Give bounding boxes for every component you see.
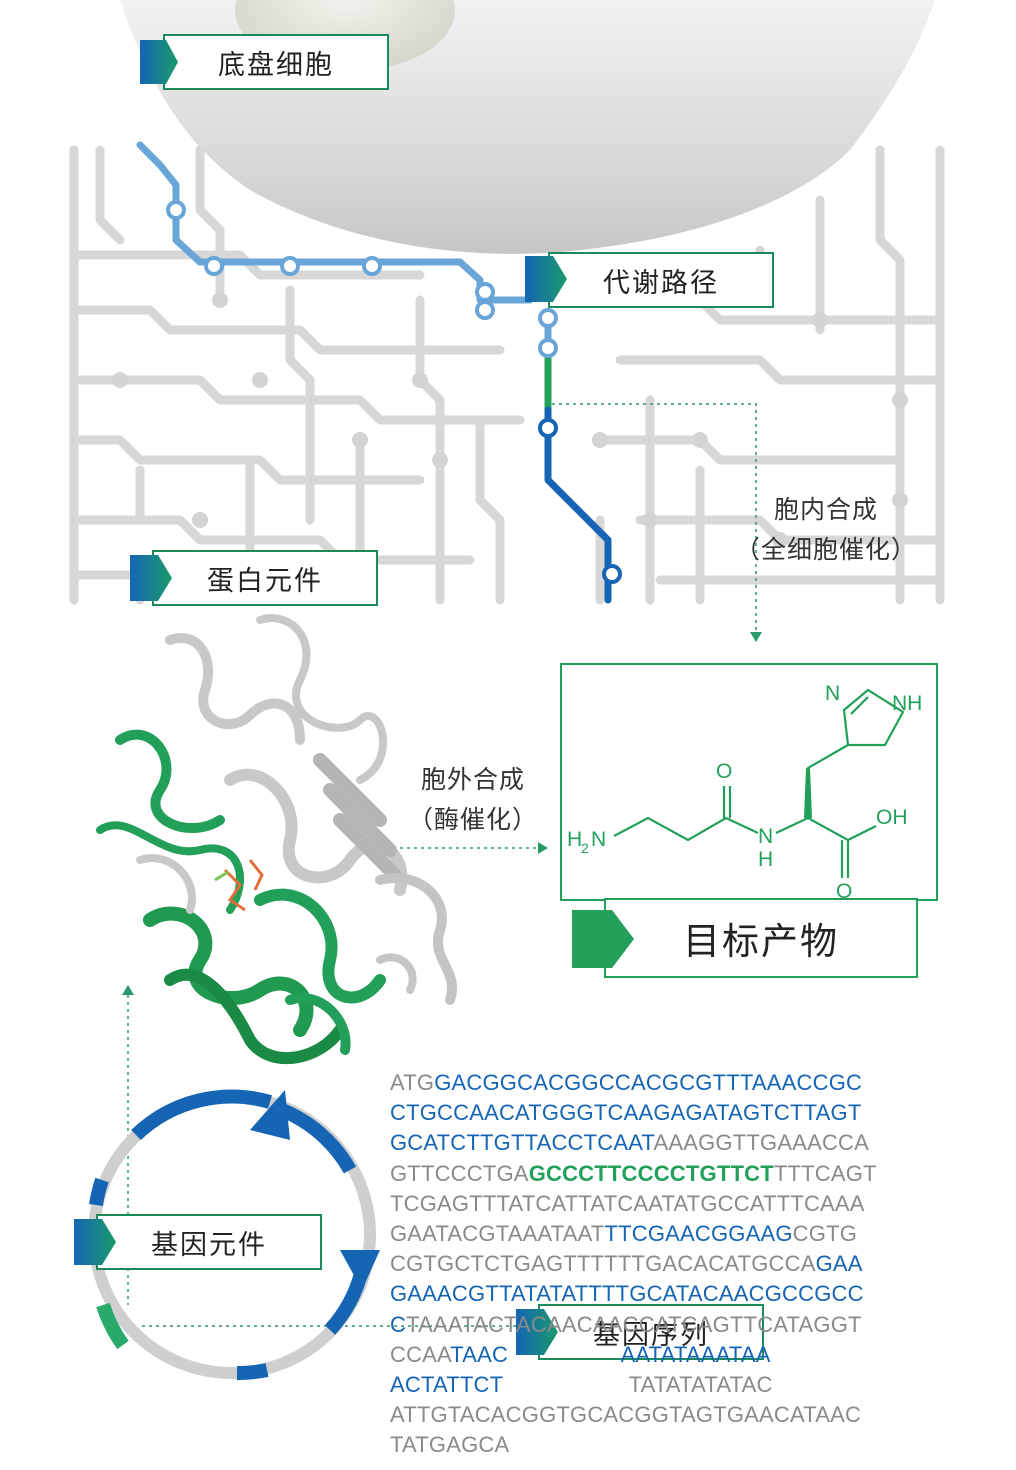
- caption-in-vivo: 胞内合成 （全细胞催化）: [716, 490, 936, 570]
- label-gene-sequence: 基因序列: [538, 1304, 764, 1360]
- sequence-line: CTGCCAACATGGGTCAAGAGATAGTCTTAGT: [390, 1098, 950, 1128]
- sequence-line: ATGGACGGCACGGCCACGCGTTTAAACCGC: [390, 1068, 950, 1098]
- arrow-heads: [122, 632, 762, 995]
- molecule-bonds: [613, 688, 905, 878]
- sequence-segment: AAAGGTTGAAACCA: [653, 1130, 870, 1156]
- sequence-segment: TAAC: [450, 1341, 509, 1367]
- sequence-segment: GAAACGTTATATATTTTGCATACAACGCCGCC: [390, 1281, 864, 1307]
- label-chassis-cell: 底盘细胞: [163, 34, 389, 90]
- sequence-segment: TATGAGCA: [390, 1432, 510, 1458]
- atom-h2n-n: N: [591, 828, 606, 851]
- sequence-segment: ATG: [390, 1070, 435, 1095]
- flag-gene-sequence: [516, 1309, 558, 1355]
- sequence-segment: GAA: [815, 1251, 863, 1277]
- sequence-line: ATTGTACACGGTGCACGGTAGTGAACATAAC: [390, 1400, 950, 1430]
- flag-chassis: [140, 40, 178, 84]
- sequence-segment: TTCGAACGGAAG: [604, 1220, 793, 1246]
- protein-structure: [96, 614, 457, 1065]
- sequence-segment: TATATATATAC: [502, 1371, 773, 1397]
- protein-ligand: [214, 859, 264, 912]
- flag-pathway: [525, 256, 567, 302]
- atom-h-amide: H: [758, 848, 773, 871]
- atom-nh-ring: NH: [892, 692, 922, 715]
- sequence-segment: GCCCTTCCCCTGTTCT: [528, 1160, 774, 1186]
- atom-o-acid: O: [836, 880, 852, 903]
- sequence-segment: CTGCCAACATGGGTCAAGAGATAGTCTTAGT: [390, 1100, 862, 1126]
- caption-in-vitro-line1: 胞外合成: [420, 765, 525, 794]
- sequence-line: GCATCTTGTTACCTCAATAAAGGTTGAAACCA: [390, 1128, 950, 1158]
- sequence-line: CGTGCTCTGAGTTTTTTGACACATGCCAGAA: [390, 1249, 950, 1279]
- sequence-line: CTAAATACTACAACAACCATCAGTTCATAGGT: [390, 1310, 950, 1340]
- atom-o-amide: O: [716, 760, 732, 783]
- sequence-segment: AATATAAATAA: [620, 1341, 771, 1367]
- label-pathway: 代谢路径: [548, 252, 774, 308]
- flag-protein: [130, 555, 172, 601]
- atom-h2n-subscript: 2: [581, 840, 589, 856]
- atom-n-ring: N: [825, 682, 840, 705]
- sequence-line: CCAATAAC AATATAAATAA: [390, 1340, 950, 1370]
- sequence-segment: GCATCTTGTTACCTCAAT: [390, 1130, 654, 1156]
- sequence-segment: CCAA: [390, 1341, 451, 1367]
- sequence-segment: TCGAGTTTATCATTATCAATATGCCATTTCAAA: [390, 1190, 865, 1216]
- caption-in-vitro-line2: （酶催化）: [407, 805, 538, 834]
- active-pathway-nodes: [166, 200, 622, 584]
- sequence-segment: TTTCAGT: [773, 1160, 877, 1186]
- flag-gene-part: [74, 1219, 116, 1265]
- flag-target-product: [572, 910, 634, 968]
- sequence-segment: CGTGCTCTGAGTTTTTTGACACATGCCA: [390, 1251, 816, 1277]
- sequence-segment: C: [390, 1311, 407, 1337]
- caption-in-vivo-line2: （全细胞催化）: [734, 535, 917, 564]
- sequence-segment: GAATACGTAAATAAT: [390, 1220, 605, 1246]
- sequence-line: GTTCCCTGAGCCCTTCCCCTGTTCTTTTCAGT: [390, 1159, 950, 1189]
- label-gene-part: 基因元件: [96, 1214, 322, 1270]
- sequence-segment: CGTG: [792, 1220, 858, 1246]
- sequence-line: GAAACGTTATATATTTTGCATACAACGCCGCC: [390, 1279, 950, 1309]
- sequence-segment: ATTGTACACGGTGCACGGTAGTGAACATAAC: [390, 1402, 862, 1428]
- sequence-line: TCGAGTTTATCATTATCAATATGCCATTTCAAA: [390, 1189, 950, 1219]
- atom-oh: OH: [876, 806, 908, 829]
- sequence-line: ACTATTCT TATATATATAC: [390, 1370, 950, 1400]
- sequence-segment: ACTATTCT: [390, 1371, 503, 1397]
- plasmid-arrows: [250, 1090, 380, 1290]
- atom-h2n-h: H: [567, 828, 582, 851]
- atom-n-amide: N: [758, 825, 773, 848]
- label-target-product: 目标产物: [604, 898, 918, 978]
- sequence-line: GAATACGTAAATAATTTCGAACGGAAGCGTG: [390, 1219, 950, 1249]
- sequence-segment: GTTCCCTGA: [390, 1160, 529, 1186]
- label-protein-part: 蛋白元件: [152, 550, 378, 606]
- sequence-line: TATGAGCA: [390, 1430, 950, 1460]
- sequence-segment: GACGGCACGGCCACGCGTTTAAACCGC: [434, 1070, 863, 1095]
- wedge-bond: [804, 768, 812, 818]
- sequence-segment: TAAATACTACAACAACCATCAGTTCATAGGT: [406, 1311, 862, 1337]
- caption-in-vitro: 胞外合成 （酶催化）: [398, 760, 548, 840]
- caption-in-vivo-line1: 胞内合成: [773, 495, 878, 524]
- product-box: [560, 663, 938, 901]
- sequence-segment: [508, 1342, 620, 1367]
